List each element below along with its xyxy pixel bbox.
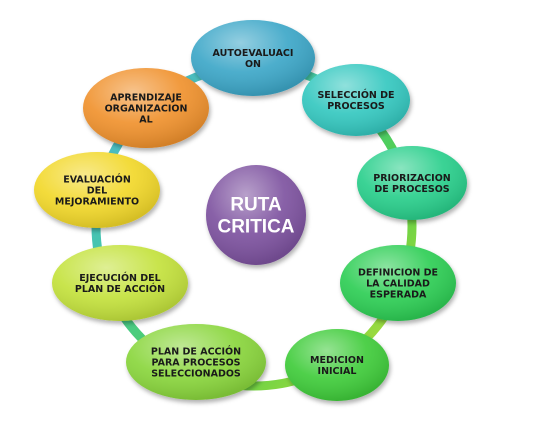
node-highlight	[83, 68, 209, 148]
node-label: LA CALIDAD	[366, 278, 430, 289]
node-label: ORGANIZACION	[105, 103, 188, 114]
center-label: RUTA	[230, 195, 282, 216]
node-label: PLAN DE ACCIÓN	[75, 283, 165, 295]
node-label: ESPERADA	[370, 289, 427, 300]
node-label: PRIORIZACION	[373, 173, 451, 184]
center-label: CRITICA	[217, 217, 294, 238]
node-label: MEJORAMIENTO	[55, 196, 139, 207]
node-highlight	[285, 329, 389, 401]
node-label: APRENDIZAJE	[110, 92, 182, 103]
node-label: EVALUACIÓN	[63, 173, 131, 185]
node-highlight	[34, 152, 160, 228]
node-highlight	[357, 146, 467, 220]
node-label: DE PROCESOS	[374, 184, 449, 195]
node-highlight	[52, 245, 188, 321]
node-label: MEDICION	[310, 355, 364, 366]
node-highlight	[126, 324, 266, 400]
node-label: PARA PROCESOS	[152, 357, 241, 368]
node-label: SELECCIONADOS	[151, 368, 241, 379]
node-label: PROCESOS	[327, 101, 385, 112]
node-highlight	[340, 245, 456, 321]
node-label: AL	[139, 114, 152, 125]
node-highlight	[191, 20, 315, 96]
node-label: EJECUCIÓN DEL	[79, 272, 160, 284]
node-label: DEL	[87, 185, 107, 196]
node-label: PLAN DE ACCIÓN	[151, 345, 241, 357]
node-highlight	[302, 64, 410, 136]
node-label: ON	[245, 59, 261, 70]
node-label: SELECCIÓN DE	[317, 89, 394, 101]
center-highlight	[206, 165, 306, 265]
node-label: AUTOEVALUACI	[213, 48, 294, 59]
node-label: DEFINICION DE	[358, 267, 438, 278]
node-label: INICIAL	[318, 366, 357, 377]
